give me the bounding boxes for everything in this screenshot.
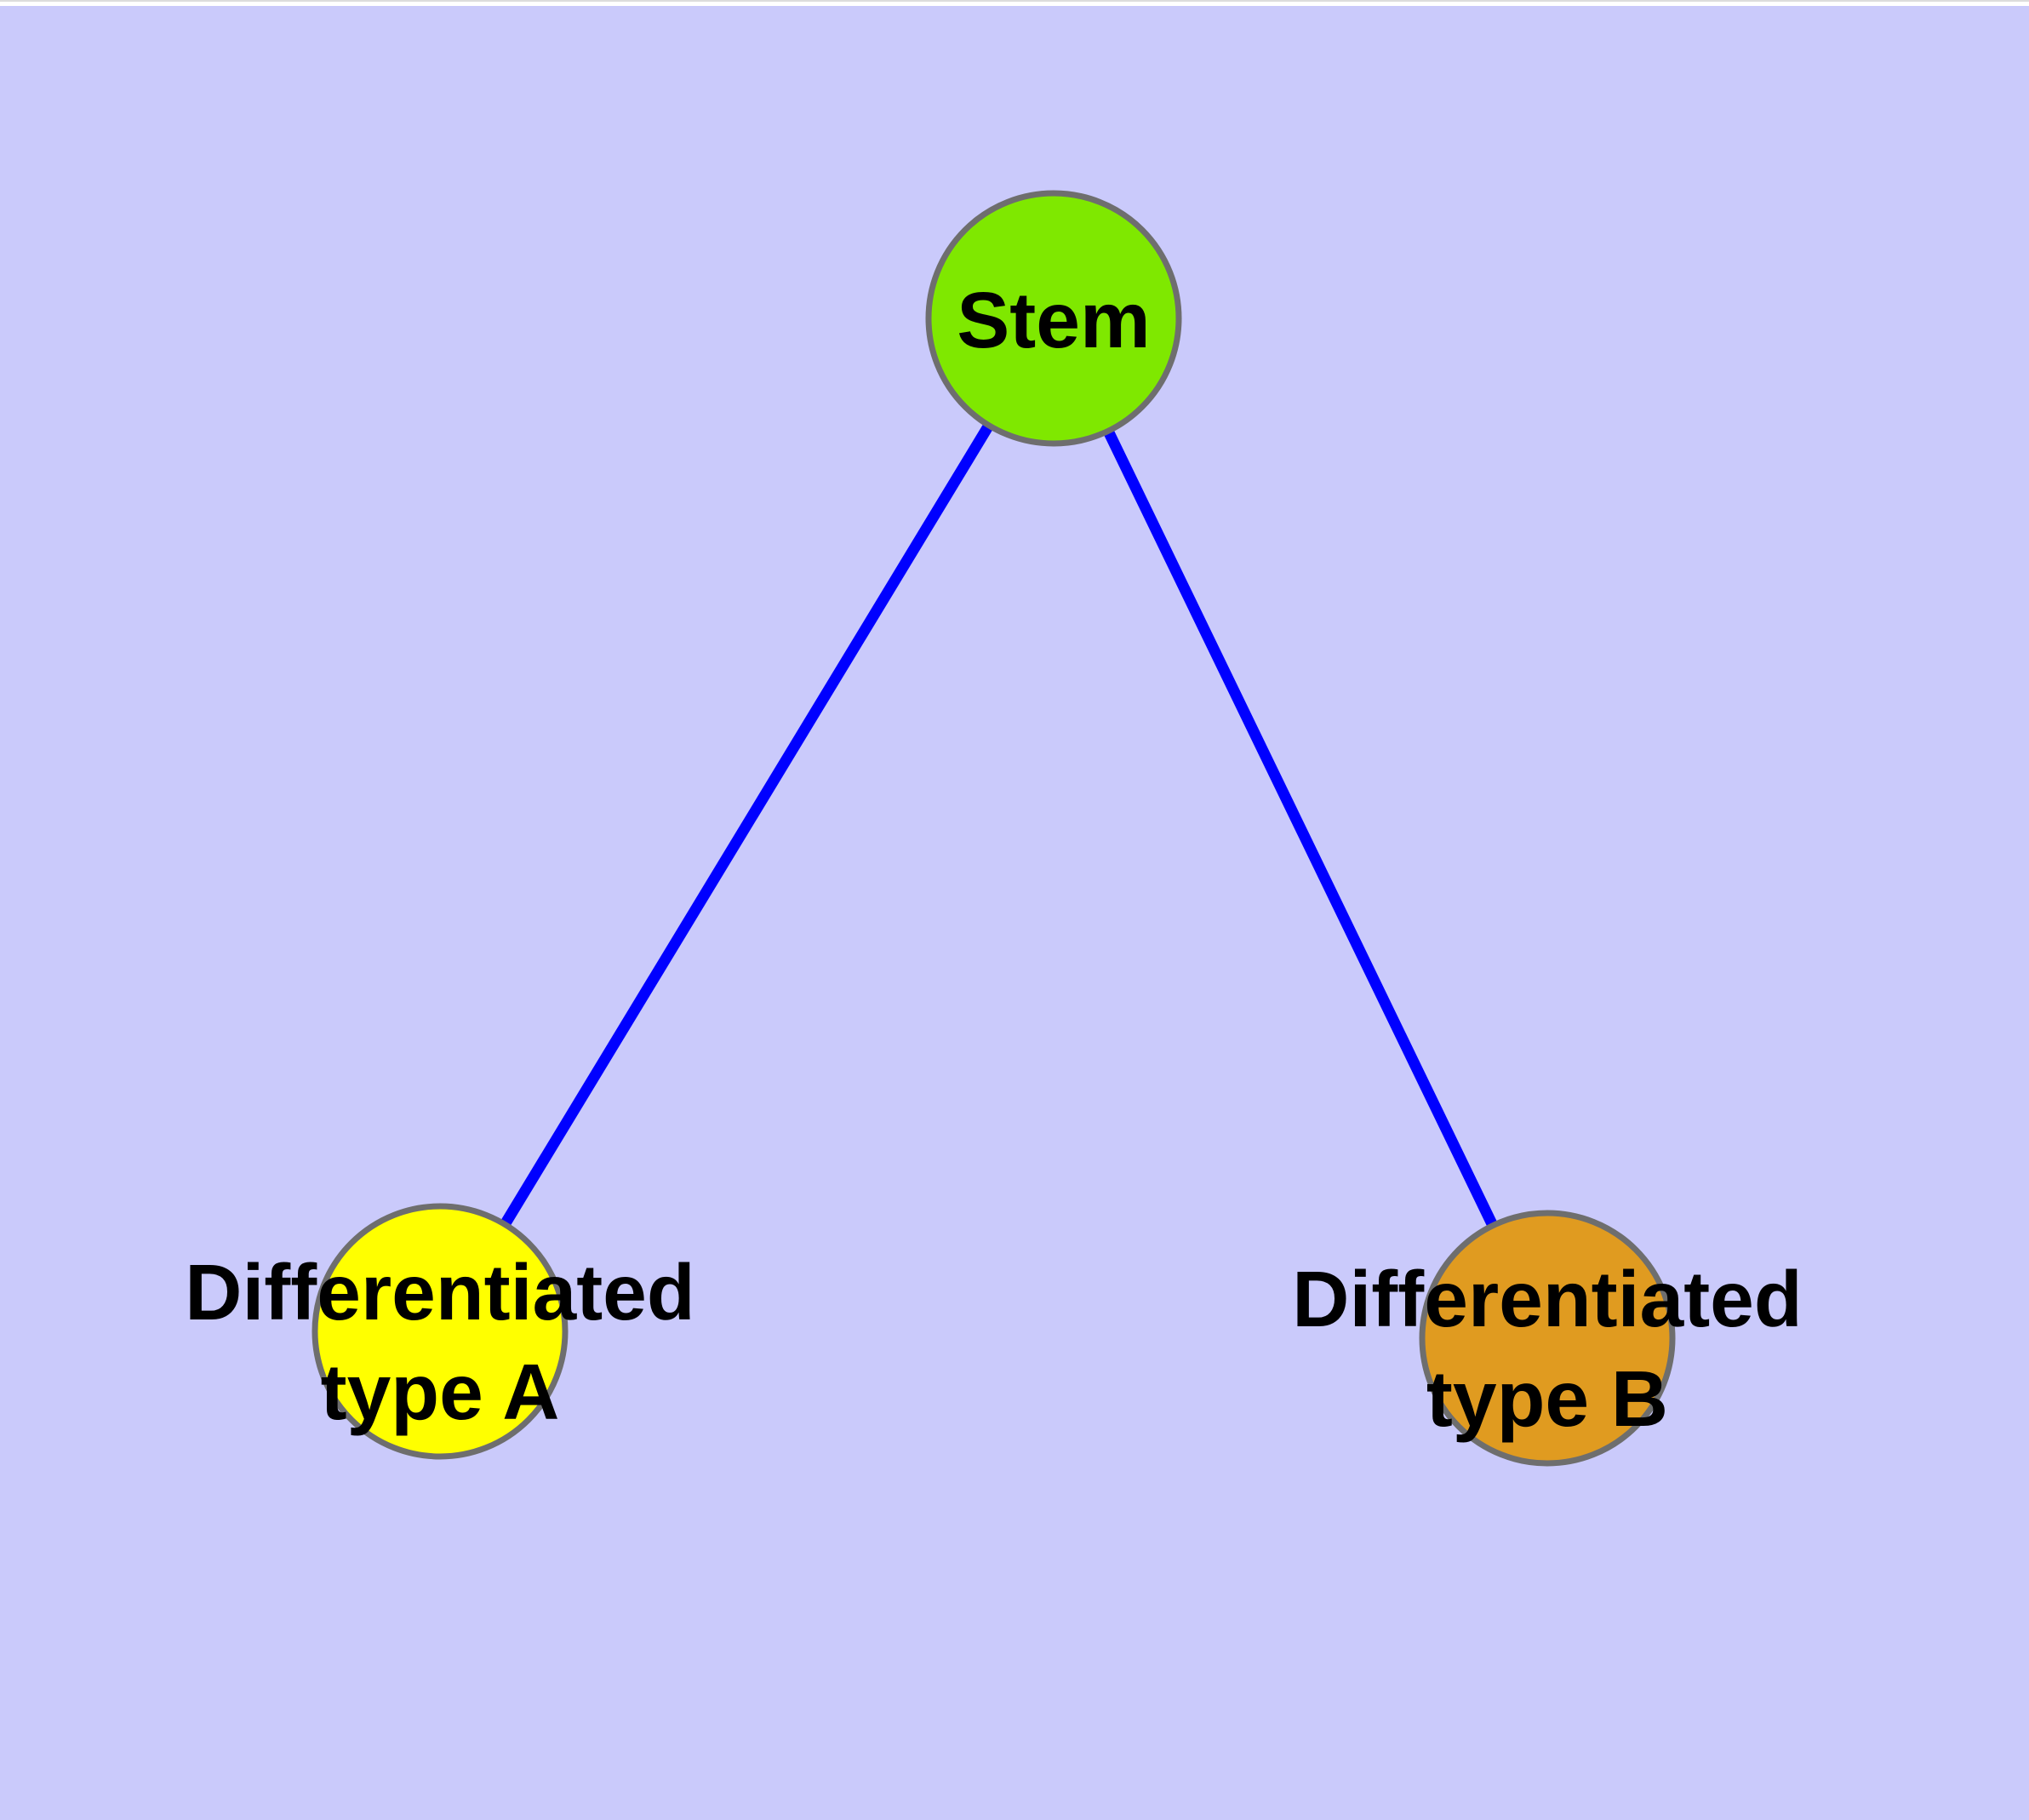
node-stem [925,190,1182,447]
node-differentiated-type-b-label-line2: type B [1426,1354,1668,1443]
node-stem-label-line1: Stem [957,276,1150,364]
figure-top-margin [0,0,2029,7]
node-differentiated-type-b-label-line1: Differentiated [1292,1255,1802,1343]
edge-stem-differentiated-type-b [1049,316,1552,1341]
node-differentiated-type-a-label-line2: type A [321,1348,560,1436]
node-differentiated-type-a-label-line1: Differentiated [185,1248,694,1336]
edge-stem-differentiated-type-a [435,315,1059,1335]
node-differentiated-type-b [1419,1210,1676,1467]
figure-top-hairline [0,0,2029,2]
node-differentiated-type-a [311,1203,569,1460]
